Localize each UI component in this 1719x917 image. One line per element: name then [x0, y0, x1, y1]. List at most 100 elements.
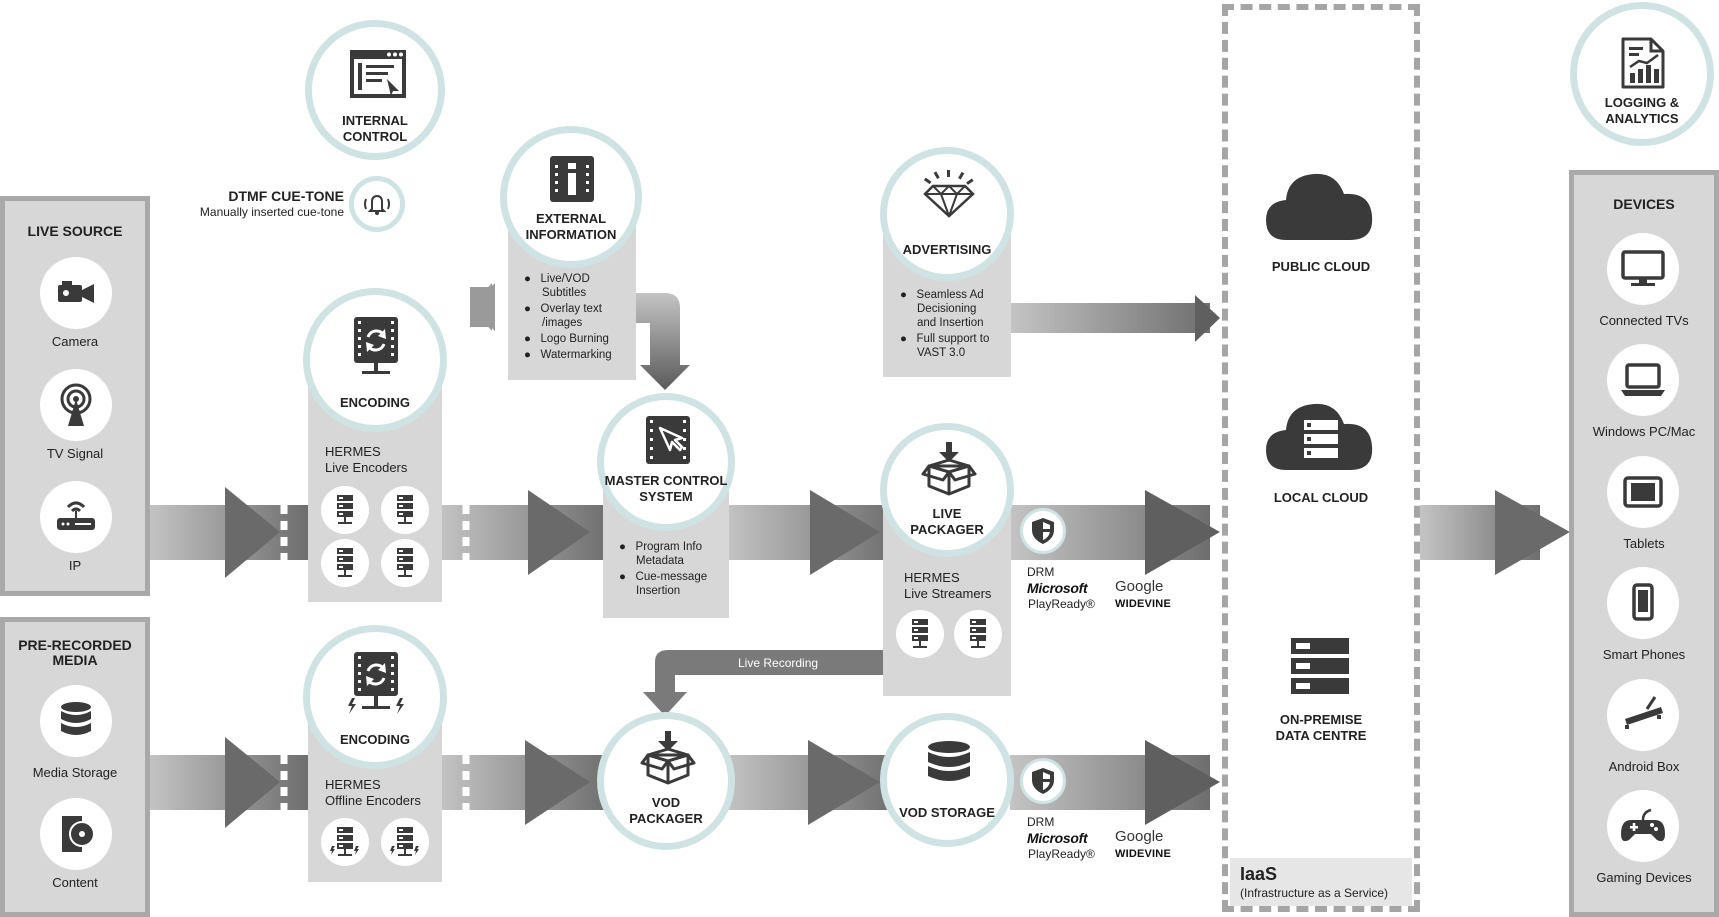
drm-vod-microsoft: Microsoft — [1027, 830, 1088, 846]
tv-icon — [1621, 250, 1665, 286]
iaas-footer — [1230, 858, 1412, 906]
shield-icon — [1032, 768, 1054, 794]
encoding-live-line2: Live Encoders — [325, 460, 408, 475]
drm-live-playready: PlayReady® — [1028, 597, 1095, 611]
streamer-server-node — [954, 610, 1002, 658]
device-node — [1607, 790, 1679, 862]
live-recording-label: Live Recording — [738, 656, 819, 670]
camera-icon — [58, 281, 94, 303]
antenna-icon — [60, 383, 92, 426]
drm-live-microsoft: Microsoft — [1027, 580, 1088, 596]
server-icon — [337, 548, 353, 577]
server-icon — [390, 827, 419, 856]
encoding-live-title: ENCODING — [339, 395, 411, 410]
internal-control-ring: INTERNAL CONTROL — [305, 20, 445, 160]
logging-title-2: ANALYTICS — [1605, 111, 1679, 126]
disc-case-icon — [62, 816, 95, 852]
live-packager-sub2: Live Streamers — [904, 586, 992, 601]
camera-node — [40, 257, 112, 329]
server-icon — [912, 619, 928, 648]
prerecorded-title-1: PRE-RECORDED — [18, 637, 132, 653]
master-control-title-2: SYSTEM — [639, 489, 693, 504]
encoding-offline-ring: ENCODING — [303, 625, 447, 769]
prerecorded-title-2: MEDIA — [52, 652, 98, 668]
content-label: Content — [52, 875, 98, 890]
control-system-icon — [646, 416, 690, 464]
set-top-box-icon — [1625, 696, 1663, 729]
master-control-bullet: ● Program Info — [619, 541, 703, 553]
server-icon — [397, 495, 413, 524]
master-control-bullet-cont: Insertion — [636, 585, 681, 597]
advertising-bullet-cont: and Insertion — [917, 317, 984, 329]
tv-signal-node — [40, 369, 112, 441]
drm-live-badge — [1020, 508, 1066, 554]
device-label: Smart Phones — [1602, 647, 1686, 662]
device-node — [1607, 679, 1679, 751]
server-icon — [397, 548, 413, 577]
laptop-icon — [1621, 363, 1665, 396]
tablet-icon — [1623, 476, 1663, 508]
bell-icon — [364, 194, 390, 215]
logging-title-1: LOGGING & — [1604, 95, 1680, 110]
device-label: Tablets — [1623, 536, 1665, 551]
info-board-icon — [550, 156, 594, 202]
vod-row-arrows — [148, 737, 1220, 828]
offline-encoder-server-node — [381, 818, 429, 866]
logging-ring: LOGGING & ANALYTICS — [1570, 2, 1714, 146]
package-download-icon — [921, 442, 977, 496]
external-info-ring: EXTERNAL INFORMATION — [500, 126, 642, 268]
server-icon — [970, 619, 986, 648]
public-cloud-label: PUBLIC CLOUD — [1271, 259, 1371, 274]
vod-packager-title-1: VOD — [651, 795, 681, 810]
vod-storage-title: VOD STORAGE — [899, 805, 995, 820]
live-source-title: LIVE SOURCE — [27, 223, 123, 239]
server-rack-icon — [1291, 638, 1349, 694]
ip-node — [40, 481, 112, 553]
drm-live-label: DRM — [1027, 565, 1055, 579]
gamepad-icon — [1621, 808, 1665, 842]
dtmf-title: DTMF CUE-TONE — [228, 188, 344, 204]
server-cloud-icon — [1266, 403, 1373, 470]
advertising-title: ADVERTISING — [902, 242, 992, 257]
external-info-bullet-cont: /images — [542, 317, 583, 329]
external-info-bullet: ● Overlay text — [524, 303, 602, 315]
streamer-server-node — [896, 610, 944, 658]
dtmf-subtitle: Manually inserted cue-tone — [199, 205, 344, 219]
device-label: Windows PC/Mac — [1592, 424, 1696, 439]
control-window-icon — [350, 50, 406, 98]
internal-control-title-2: CONTROL — [342, 129, 408, 144]
device-label: Gaming Devices — [1596, 870, 1692, 885]
cloud-icon — [1266, 173, 1373, 240]
master-control-bullet: ● Cue-message — [619, 571, 708, 583]
tv-signal-label: TV Signal — [46, 446, 104, 461]
live-packager-title-2: PACKAGER — [910, 522, 984, 537]
devices-title: DEVICES — [1613, 196, 1675, 212]
media-storage-node — [40, 685, 112, 757]
encoder-server-node — [381, 539, 429, 587]
external-info-title-2: INFORMATION — [525, 227, 617, 242]
drm-vod-label: DRM — [1027, 815, 1055, 829]
drm-vod-playready: PlayReady® — [1028, 847, 1095, 861]
drm-live-widevine: WIDEVINE — [1115, 598, 1171, 610]
diamond-icon — [923, 170, 975, 218]
device-node — [1607, 567, 1679, 639]
vod-packager-title-2: PACKAGER — [629, 811, 703, 826]
encoding-offline-title: ENCODING — [339, 732, 411, 747]
encoding-offline-line1: HERMES — [325, 777, 381, 792]
device-label: Connected TVs — [1599, 313, 1689, 328]
drm-vod-badge — [1020, 758, 1066, 804]
offline-encoder-icon — [348, 652, 404, 714]
encoder-icon — [354, 317, 398, 374]
database-icon — [928, 741, 970, 781]
dtmf-ring — [349, 176, 405, 232]
external-info-bullets: ● Live/VOD Subtitles ● Overlay text /ima… — [524, 272, 636, 364]
vod-packager-ring: VOD PACKAGER — [597, 712, 735, 850]
device-node — [1607, 344, 1679, 416]
external-info-bullet: ● Logo Burning — [524, 333, 609, 345]
ip-label: IP — [68, 558, 82, 573]
onprem-label-1: ON-PREMISE — [1279, 712, 1363, 727]
live-packager-ring: LIVE PACKAGER — [880, 423, 1014, 557]
advertising-bullet-cont: VAST 3.0 — [917, 347, 966, 359]
external-info-bullet: ● Watermarking — [524, 349, 612, 361]
